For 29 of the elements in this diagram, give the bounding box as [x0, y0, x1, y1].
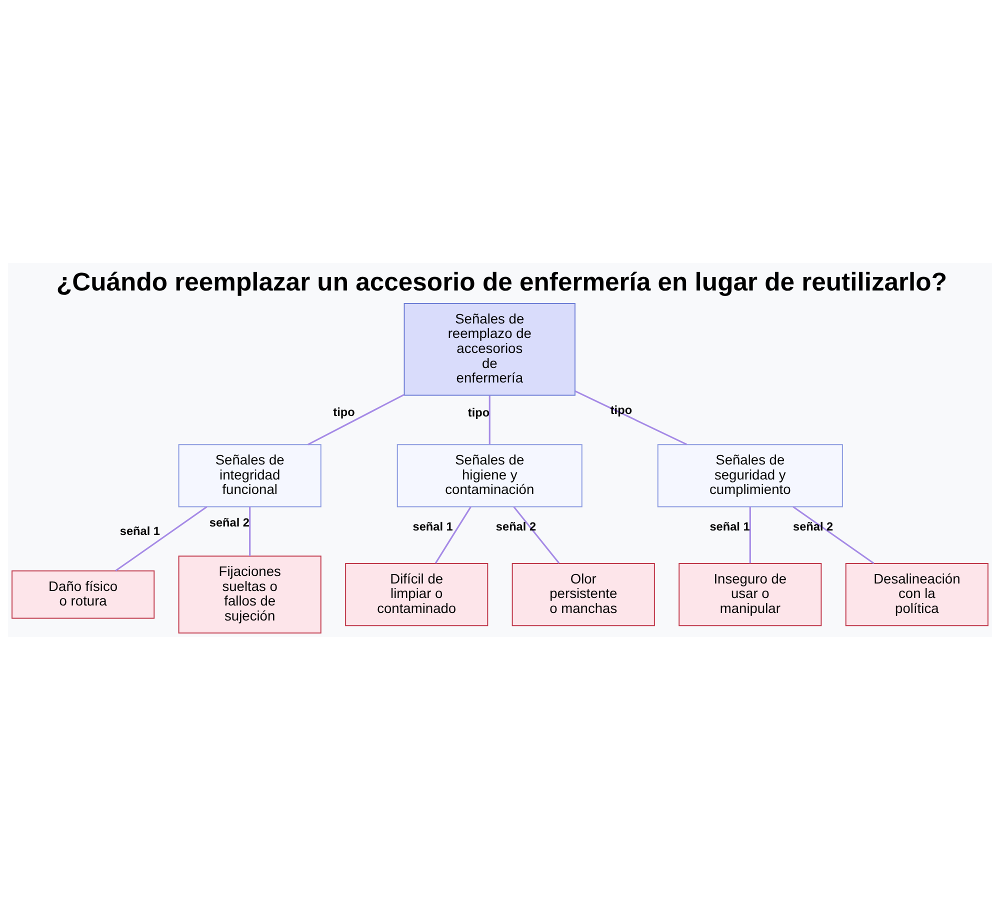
edge-label: señal 1: [710, 520, 750, 534]
edge-label: tipo: [468, 405, 490, 420]
connector: [249, 506, 251, 556]
connector: [115, 506, 208, 572]
connector: [574, 390, 688, 446]
node-box: Señales de reemplazo de accesorios de enfermería: [404, 302, 576, 396]
connector: [488, 396, 490, 444]
diagram-title: ¿Cuándo reemplazar un accesorio de enfermería en lugar de reutilizarlo?: [56, 268, 947, 296]
connector: [749, 506, 751, 564]
node-box: Inseguro de usar o manipular: [678, 563, 822, 626]
edge-label: señal 1: [412, 520, 453, 534]
node-box: Fijaciones sueltas o fallos de sujeción: [178, 556, 322, 634]
edge-label: señal 2: [793, 520, 834, 534]
connector: [513, 506, 560, 564]
edge-label: tipo: [610, 402, 632, 417]
node-box: Olor persistente o manchas: [512, 563, 655, 626]
edge-label: tipo: [333, 404, 355, 419]
node-box: Difícil de limpiar o contaminado: [345, 563, 488, 626]
edge-label: señal 2: [496, 520, 536, 534]
connector: [434, 506, 472, 564]
node-box: Señales de higiene y contaminación: [396, 444, 582, 508]
node-box: Daño físico o rotura: [12, 570, 155, 619]
node-box: Desalineación con la política: [845, 563, 988, 626]
connector: [308, 394, 404, 446]
edge-label: señal 1: [120, 524, 160, 538]
node-box: Señales de integridad funcional: [178, 444, 322, 508]
edge-label: señal 2: [209, 516, 250, 530]
connector: [792, 506, 874, 564]
node-box: Señales de seguridad y cumplimiento: [657, 444, 843, 508]
